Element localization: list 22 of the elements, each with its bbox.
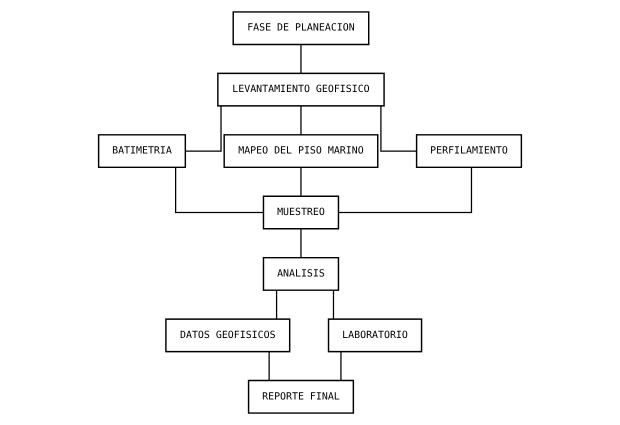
connector xyxy=(300,228,302,258)
connector xyxy=(175,168,264,214)
connector xyxy=(380,106,416,152)
node-box: PERFILAMIENTO xyxy=(416,134,522,168)
node-box: FASE DE PLANEACION xyxy=(232,11,370,46)
connector xyxy=(185,106,222,152)
node-box: BATIMETRIA xyxy=(98,134,186,168)
node-box: REPORTE FINAL xyxy=(248,380,354,414)
node-box: LABORATORIO xyxy=(328,318,422,352)
connector xyxy=(276,290,278,319)
connector xyxy=(338,168,472,214)
connector xyxy=(300,106,302,135)
connector xyxy=(332,290,334,319)
connector xyxy=(268,352,270,380)
connector xyxy=(340,352,342,380)
node-box: MAPEO DEL PISO MARINO xyxy=(223,134,378,168)
node-box: MUESTREO xyxy=(262,196,340,230)
node-box: DATOS GEOFISICOS xyxy=(165,318,290,352)
connector xyxy=(300,44,302,74)
node-box: ANALISIS xyxy=(262,256,340,291)
connector xyxy=(300,168,302,196)
node-box: LEVANTAMIENTO GEOFISICO xyxy=(217,72,385,107)
